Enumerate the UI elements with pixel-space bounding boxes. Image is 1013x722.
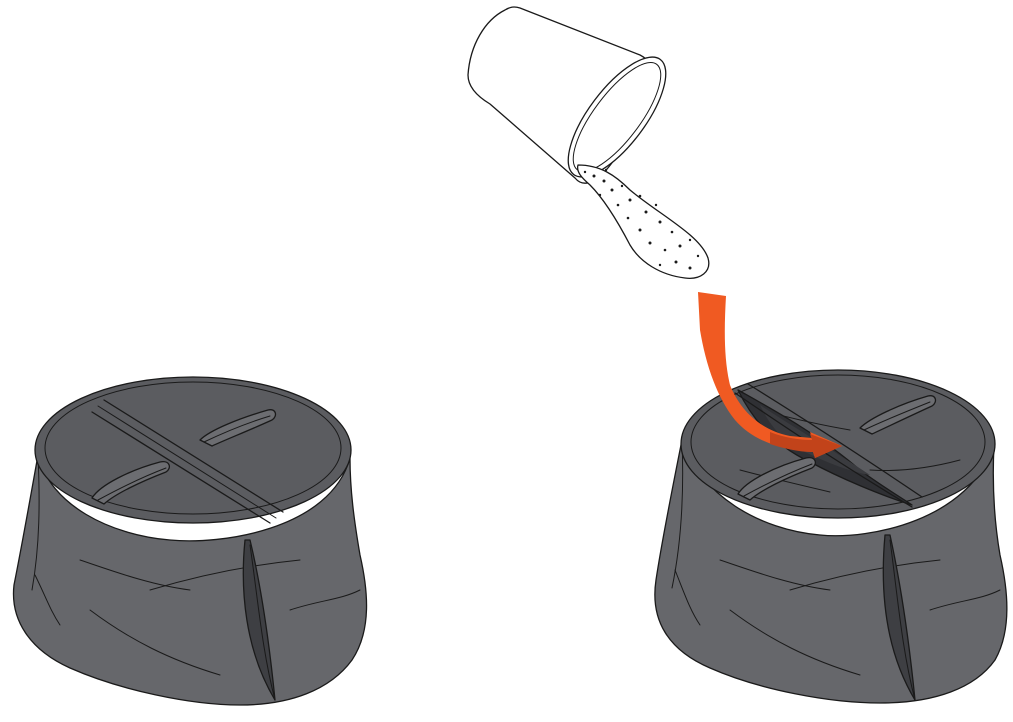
stream-shape [578,165,709,278]
closed-bag-lid-rim [35,377,351,523]
open-bag-icon [655,370,1007,703]
closed-bag-icon [13,377,366,705]
pouring-stream-icon [578,165,709,278]
cup-icon [468,7,683,191]
